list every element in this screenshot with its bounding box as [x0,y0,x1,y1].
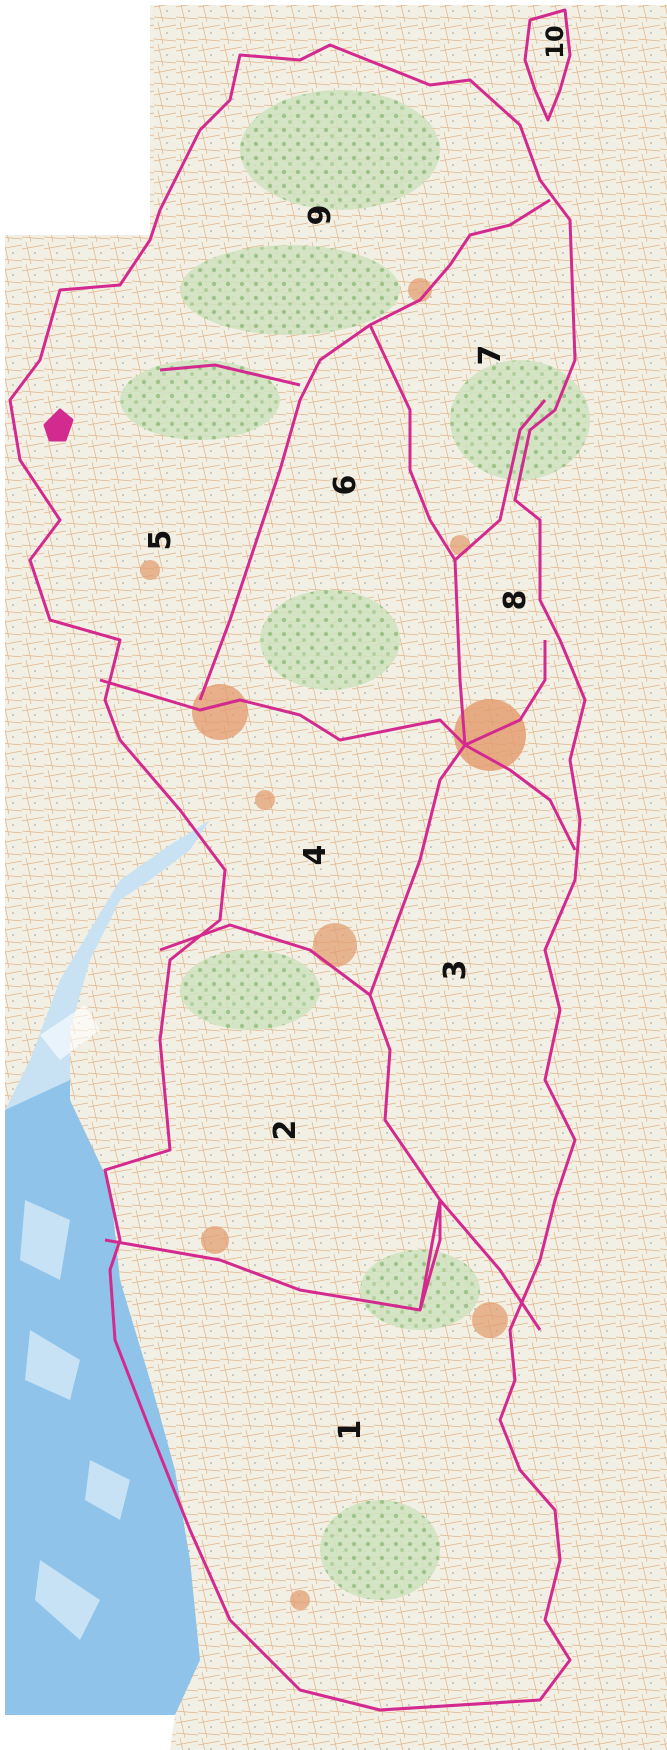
boundary-6-7 [368,324,457,561]
small-enclave [43,408,74,442]
zone-label-7: 7 [473,345,508,366]
boundary-2-4 [159,923,371,997]
sea-area [5,820,210,1715]
zone-label-1: 1 [333,1420,368,1441]
zone-label-5: 5 [143,530,178,551]
zone-label-2: 2 [268,1120,303,1141]
zone-label-6: 6 [328,475,363,496]
zone-labels: 1 2 3 4 5 6 7 8 9 10 [143,25,569,1440]
zone-label-4: 4 [298,845,333,866]
zone-label-8: 8 [498,590,533,611]
boundary-3-4 [368,744,467,996]
zone-label-3: 3 [438,960,473,981]
outer-boundary [8,43,587,1712]
zone-10-boundary [523,8,572,122]
boundary-7-8 [454,399,547,562]
zone-label-10: 10 [541,25,569,58]
zone-boundaries [8,8,587,1712]
zone-label-9: 9 [303,205,338,226]
boundary-4-5 [99,678,467,747]
boundary-8-east [464,640,547,747]
boundary-5-9 [159,363,301,387]
forest-areas [120,90,590,1600]
urban-areas [140,278,526,1610]
boundary-1-2 [104,1198,542,1331]
boundary-6-8 [453,559,467,746]
boundary-2-3 [368,994,442,1311]
boundary-8-3 [464,743,577,851]
